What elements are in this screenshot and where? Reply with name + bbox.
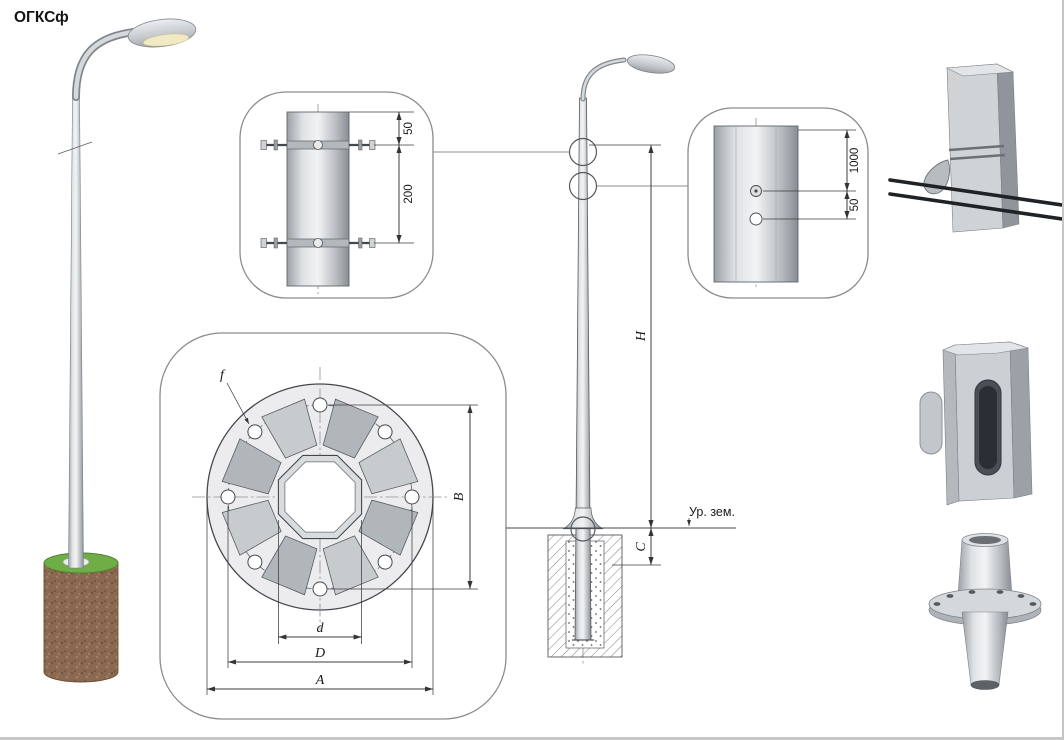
- flange-dimensions: f B d D A: [206, 368, 478, 695]
- flange-bolt-holes: [220, 397, 420, 597]
- cable-upper: [888, 178, 1062, 207]
- shoe-cone-skirt: [961, 611, 1009, 686]
- lamp-lens-3d: [142, 33, 190, 47]
- dim-label-C: C: [634, 542, 649, 552]
- dim-label-50: 50: [403, 122, 415, 135]
- dim-label-H: H: [634, 330, 649, 342]
- shoe-top-opening: [969, 536, 1001, 544]
- hole-detail-callout: 1000 50: [687, 107, 869, 299]
- strap-band-lower: [949, 153, 1006, 161]
- foundation-body: [43, 562, 119, 683]
- pole-section: [713, 125, 799, 283]
- dim-label-D: D: [314, 646, 325, 661]
- dim-label-200: 200: [403, 184, 415, 203]
- dim-label-1000: 1000: [849, 148, 861, 174]
- clamp-detail-callout: 50 200: [239, 91, 434, 299]
- detail-marker-upper: [568, 137, 598, 167]
- lamp-3d-render: [43, 18, 197, 683]
- dim-label-B: B: [452, 492, 467, 501]
- pole-base-flare: [563, 507, 603, 529]
- clamp-band-lower: [260, 237, 376, 249]
- hatch-cover: [919, 391, 943, 455]
- page-title: ОГКСф: [14, 9, 69, 26]
- flange-plan-callout: f B d D A: [159, 332, 507, 720]
- flange-octagon-inner: [284, 461, 356, 533]
- hatch-opening-inner: [979, 386, 997, 469]
- strap-band-upper: [948, 144, 1005, 152]
- cable-hole: [749, 212, 763, 226]
- elevation-dimensions: H C Ур. зем.: [589, 144, 735, 566]
- pole-elevation: H C Ур. зем.: [506, 54, 736, 664]
- clamp-detail-dimensions: 50 200: [349, 111, 415, 244]
- lamp-head-elevation: [626, 54, 676, 74]
- dim-label-f: f: [220, 368, 226, 383]
- pole-top-face: [945, 63, 1015, 77]
- hole-detail-dimensions: 1000 50: [763, 129, 861, 220]
- shoe-upper-tube: [957, 539, 1013, 597]
- pole-side-face: [1009, 341, 1033, 499]
- cable-lower: [888, 192, 1062, 221]
- cable-clamp-render: [888, 63, 1062, 233]
- dim-label-d: d: [317, 621, 325, 636]
- pole-shaft-3d: [68, 94, 84, 569]
- pole-section: [286, 111, 350, 287]
- pole-shaft-elevation: [574, 97, 592, 641]
- shoe-bottom-opening: [970, 680, 1000, 690]
- bolt-center-dot: [754, 189, 758, 193]
- pole-break-mark: [57, 141, 93, 155]
- callout-leader-lines: [433, 151, 688, 187]
- base-shoe-render: [928, 533, 1042, 690]
- detail-marker-base: [570, 516, 596, 542]
- lamp-arm-elevation-highlight: [581, 58, 626, 101]
- clamp-band-upper: [260, 139, 376, 151]
- hatch-door-render: [919, 341, 1033, 506]
- detail-marker-lower: [568, 171, 598, 201]
- pole-top-face: [942, 341, 1029, 356]
- dim-label-50: 50: [849, 199, 861, 212]
- dim-label-A: A: [315, 673, 325, 688]
- shoe-flange-bolt-holes: [933, 590, 1037, 606]
- ground-level-label: Ур. зем.: [689, 505, 735, 519]
- lamp-arm-3d-highlight: [73, 29, 137, 100]
